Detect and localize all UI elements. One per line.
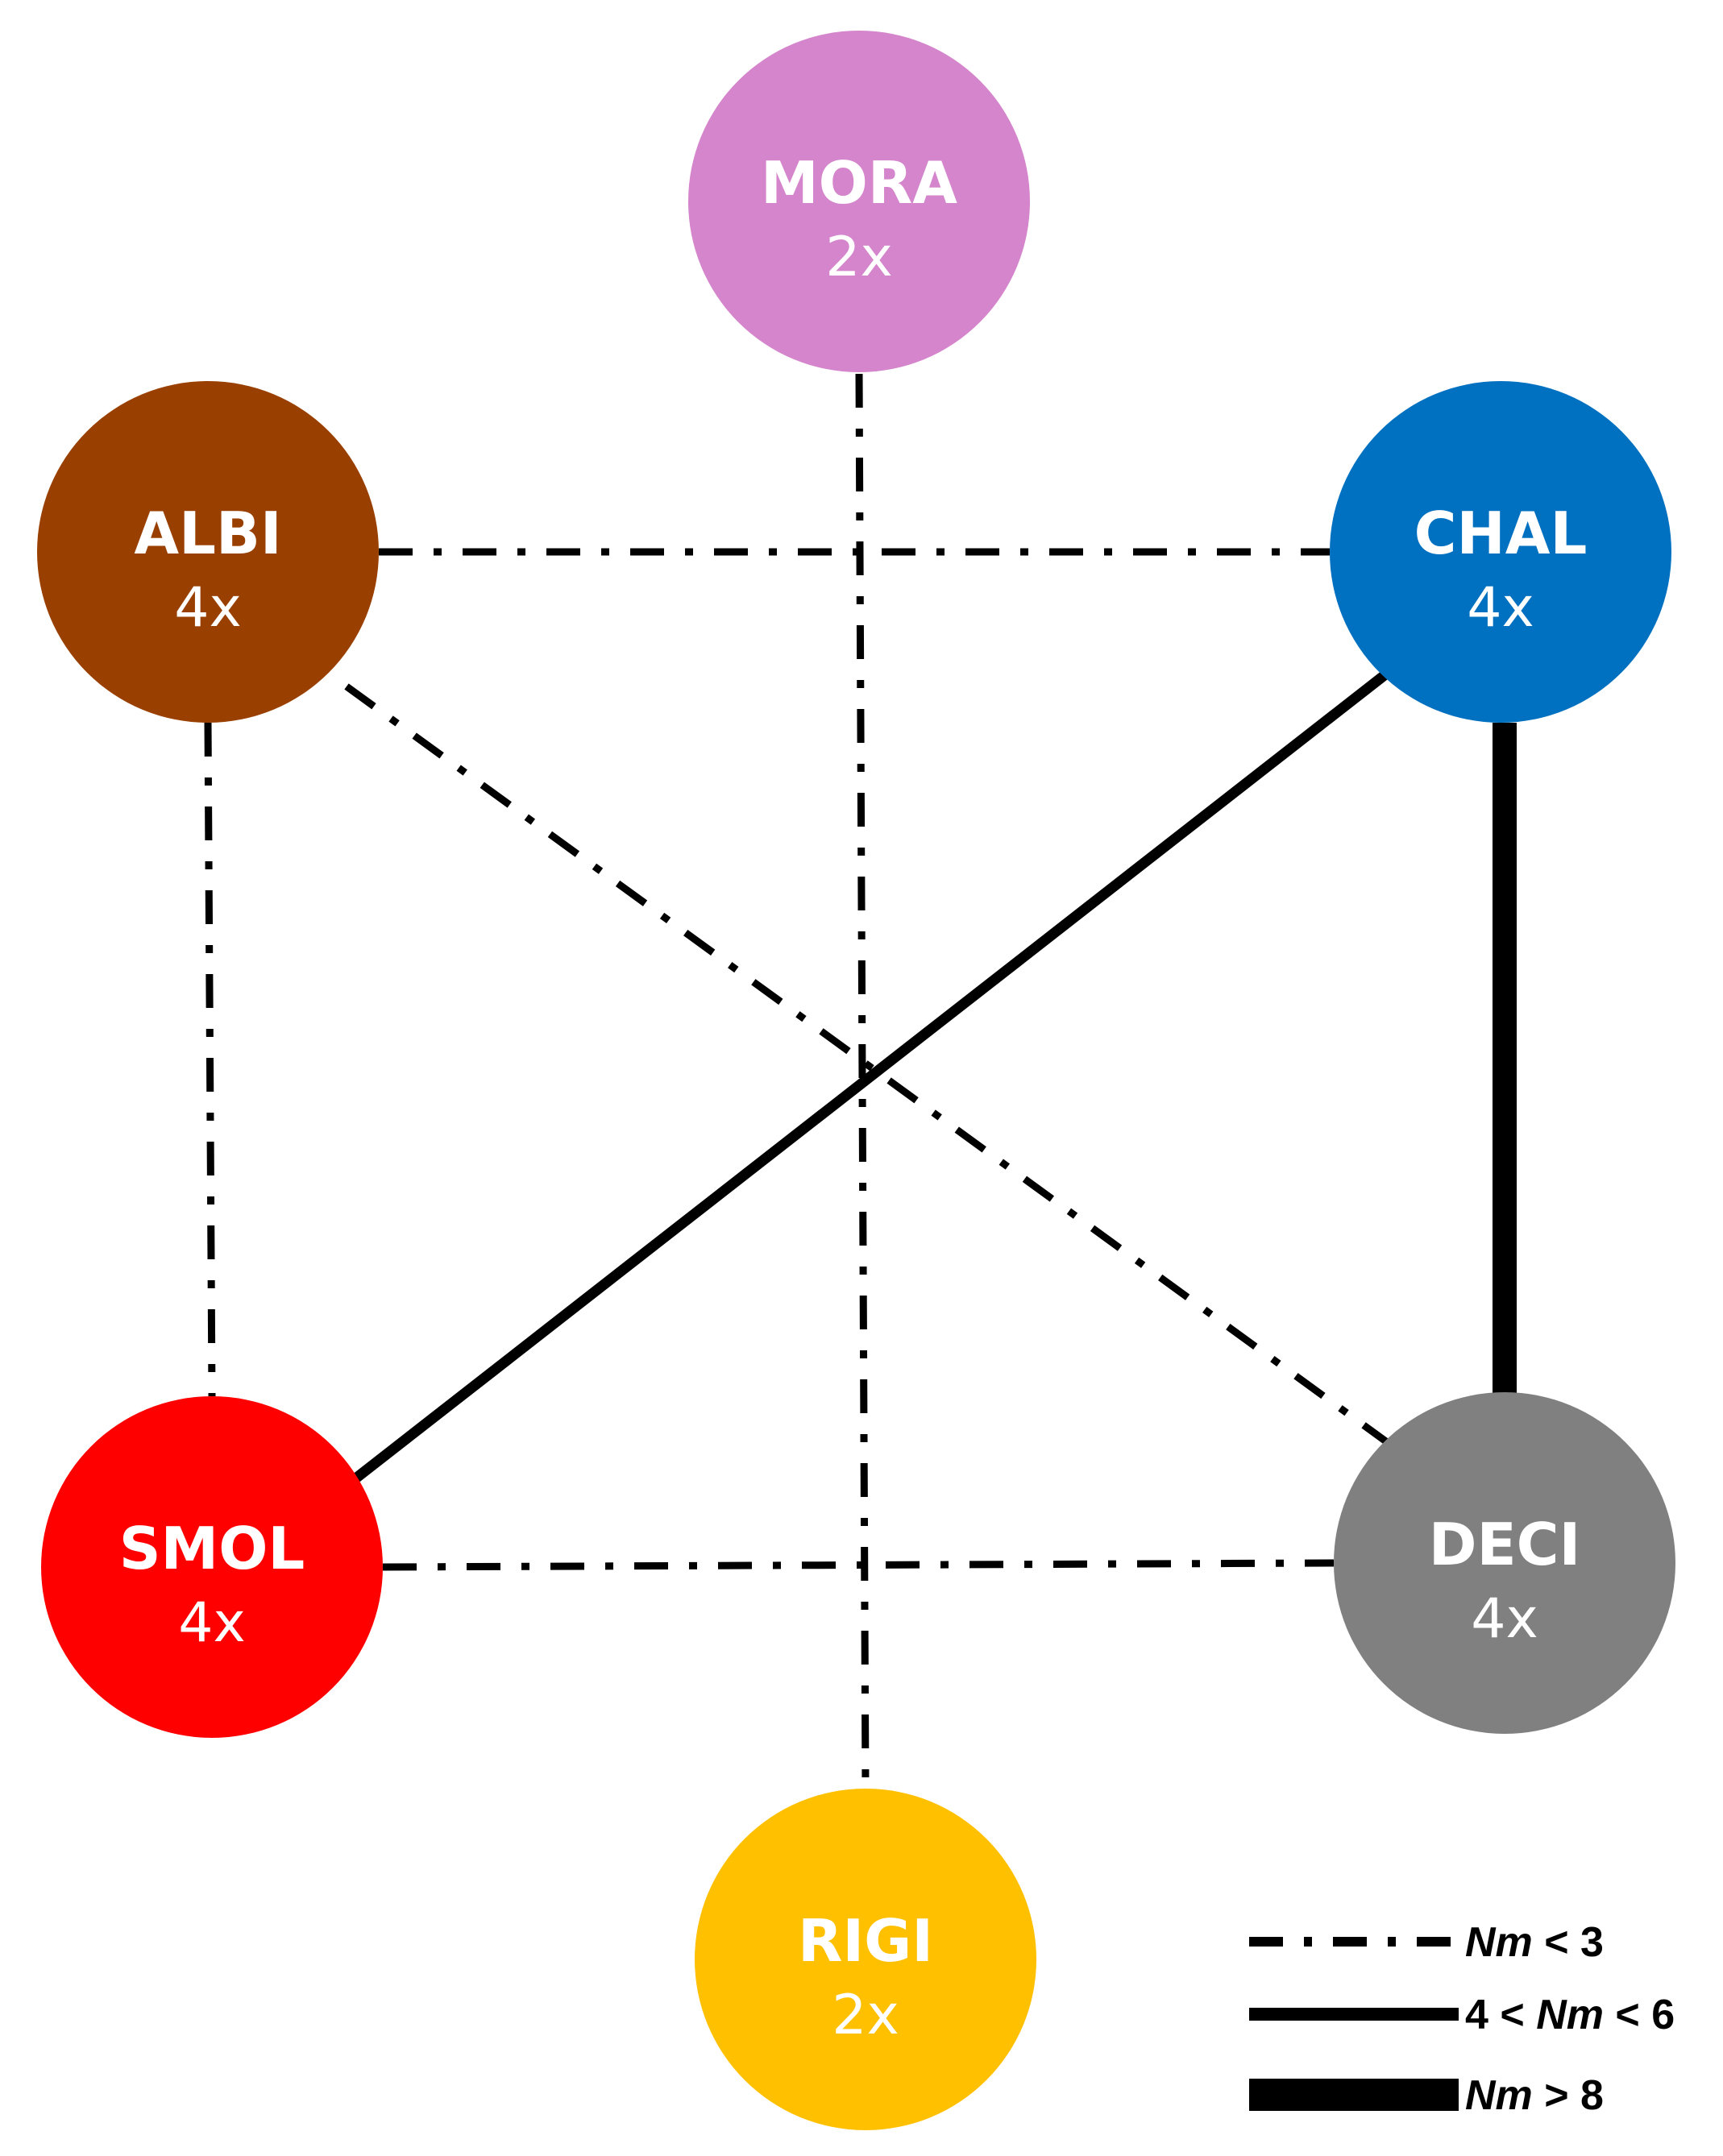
legend-label-low: Nm < 3 xyxy=(1465,1919,1604,1966)
node-mora: MORA 2x xyxy=(688,31,1030,372)
node-multiplier-chal: 4x xyxy=(1467,576,1534,640)
node-multiplier-rigi: 2x xyxy=(832,1984,899,2047)
edge-albi-deci xyxy=(344,683,1395,1449)
node-circle-rigi xyxy=(695,1789,1036,2130)
legend-variable: Nm xyxy=(1465,2072,1533,2119)
node-multiplier-albi: 4x xyxy=(174,576,242,640)
node-multiplier-deci: 4x xyxy=(1471,1587,1538,1651)
legend-label-mid: 4 < Nm < 6 xyxy=(1465,1992,1675,2038)
node-rigi: RIGI 2x xyxy=(695,1789,1036,2130)
edge-smol-deci xyxy=(382,1559,1335,1571)
legend-suffix: < 3 xyxy=(1533,1919,1604,1966)
node-label-albi: ALBI xyxy=(134,500,281,567)
node-circle-smol xyxy=(41,1396,383,1738)
edge-chal-smol xyxy=(351,670,1389,1484)
node-deci: DECI 4x xyxy=(1334,1392,1675,1734)
legend-prefix: 4 < xyxy=(1465,1992,1536,2038)
node-label-mora: MORA xyxy=(761,149,957,217)
node-circle-mora xyxy=(688,31,1030,372)
node-label-deci: DECI xyxy=(1429,1511,1581,1578)
node-circle-chal xyxy=(1330,381,1671,723)
node-smol: SMOL 4x xyxy=(41,1396,383,1738)
legend-suffix: < 6 xyxy=(1604,1992,1675,2038)
edge-albi-smol xyxy=(204,722,216,1397)
node-circle-deci xyxy=(1334,1392,1675,1734)
node-chal: CHAL 4x xyxy=(1330,381,1671,723)
node-label-rigi: RIGI xyxy=(798,1907,933,1975)
node-circle-albi xyxy=(37,381,379,723)
node-albi: ALBI 4x xyxy=(37,381,379,723)
edge-mora-rigi xyxy=(855,373,870,1791)
legend-suffix: > 8 xyxy=(1533,2072,1604,2119)
edges-layer xyxy=(204,373,1517,1791)
node-label-chal: CHAL xyxy=(1414,500,1588,567)
legend-label-high: Nm > 8 xyxy=(1465,2072,1604,2119)
legend: Nm < 34 < Nm < 6Nm > 8 xyxy=(1249,1919,1675,2119)
legend-variable: Nm xyxy=(1465,1919,1533,1966)
node-multiplier-mora: 2x xyxy=(825,226,893,289)
legend-variable: Nm xyxy=(1536,1992,1604,2038)
node-multiplier-smol: 4x xyxy=(178,1591,246,1655)
node-label-smol: SMOL xyxy=(119,1515,305,1582)
